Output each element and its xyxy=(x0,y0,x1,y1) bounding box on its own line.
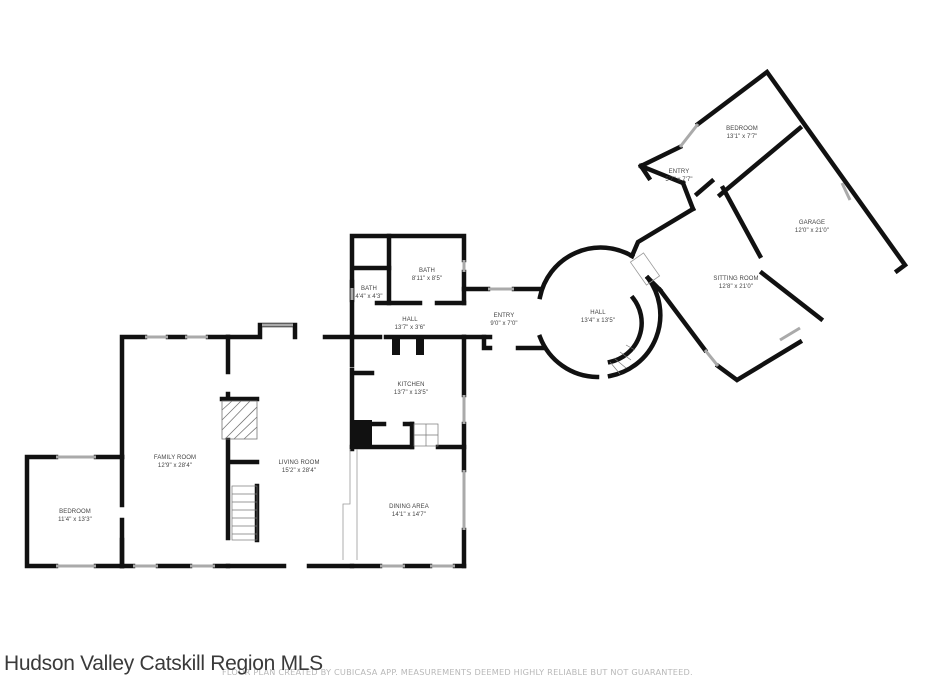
room-name: SITTING ROOM xyxy=(713,276,759,282)
room-dims: 13'1" x 7'7" xyxy=(726,134,758,140)
room-label-hall-1: HALL 13'7" x 3'6" xyxy=(395,316,426,332)
room-label-sitting-room: SITTING ROOM 12'8" x 21'0" xyxy=(713,275,758,291)
room-label-entry-2: ENTRY 5'7" x 7'7" xyxy=(665,168,692,184)
walls xyxy=(24,68,909,569)
thin-lines xyxy=(342,252,661,560)
stairs xyxy=(231,344,636,541)
room-name: BEDROOM xyxy=(59,509,91,515)
room-label-bedroom-2: BEDROOM 13'1" x 7'7" xyxy=(726,125,758,141)
room-label-dining-area: DINING AREA 14'1" x 14'7" xyxy=(389,503,429,519)
room-name: DINING AREA xyxy=(389,504,429,510)
room-dims: 15'2" x 28'4" xyxy=(281,468,317,474)
windows xyxy=(56,123,852,568)
room-name: BEDROOM xyxy=(726,126,758,132)
room-label-kitchen: KITCHEN 13'7" x 13'5" xyxy=(394,381,428,397)
room-dims: 13'4" x 13'5" xyxy=(580,318,616,324)
room-dims: 12'9" x 28'4" xyxy=(157,463,193,469)
room-label-bath-2: BATH 4'4" x 4'3" xyxy=(355,285,382,301)
room-name: BATH xyxy=(419,268,435,274)
room-label-garage: GARAGE 12'0" x 21'0" xyxy=(795,219,829,235)
room-name: HALL xyxy=(590,310,606,316)
room-name: BATH xyxy=(361,286,377,292)
fixtures xyxy=(352,337,424,447)
room-dims: 11'4" x 13'3" xyxy=(58,517,92,523)
room-name: HALL xyxy=(402,317,418,323)
fireplace xyxy=(221,400,258,440)
room-dims: 13'7" x 13'5" xyxy=(393,390,429,396)
room-dims: 9'0" x 7'0" xyxy=(490,321,518,327)
room-label-bath-1: BATH 8'11" x 8'5" xyxy=(412,267,442,283)
room-label-living-room: LIVING ROOM 15'2" x 28'4" xyxy=(278,459,319,475)
room-name: LIVING ROOM xyxy=(278,460,320,466)
room-label-bedroom-1: BEDROOM 11'4" x 13'3" xyxy=(58,508,92,524)
room-dims: 4'4" x 4'3" xyxy=(355,294,383,300)
room-name: ENTRY xyxy=(668,169,690,175)
disclaimer-text: FLOOR PLAN CREATED BY CUBICASA APP. MEAS… xyxy=(222,667,693,677)
room-label-family-room: FAMILY ROOM 12'9" x 28'4" xyxy=(154,454,196,470)
mls-watermark: Hudson Valley Catskill Region MLS xyxy=(4,652,323,675)
room-name: FAMILY ROOM xyxy=(153,455,197,461)
room-label-hall-round: HALL 13'4" x 13'5" xyxy=(581,309,615,325)
room-dims: 12'8" x 21'0" xyxy=(718,284,754,290)
room-name: GARAGE xyxy=(798,220,826,226)
room-dims: 14'1" x 14'7" xyxy=(391,512,427,518)
room-dims: 5'7" x 7'7" xyxy=(665,177,693,183)
room-dims: 8'11" x 8'5" xyxy=(411,276,443,282)
room-name: KITCHEN xyxy=(397,382,425,388)
room-dims: 13'7" x 3'6" xyxy=(394,325,426,331)
room-label-entry-1: ENTRY 9'0" x 7'0" xyxy=(490,312,517,328)
room-dims: 12'0" x 21'0" xyxy=(794,228,830,234)
room-name: ENTRY xyxy=(493,313,515,319)
